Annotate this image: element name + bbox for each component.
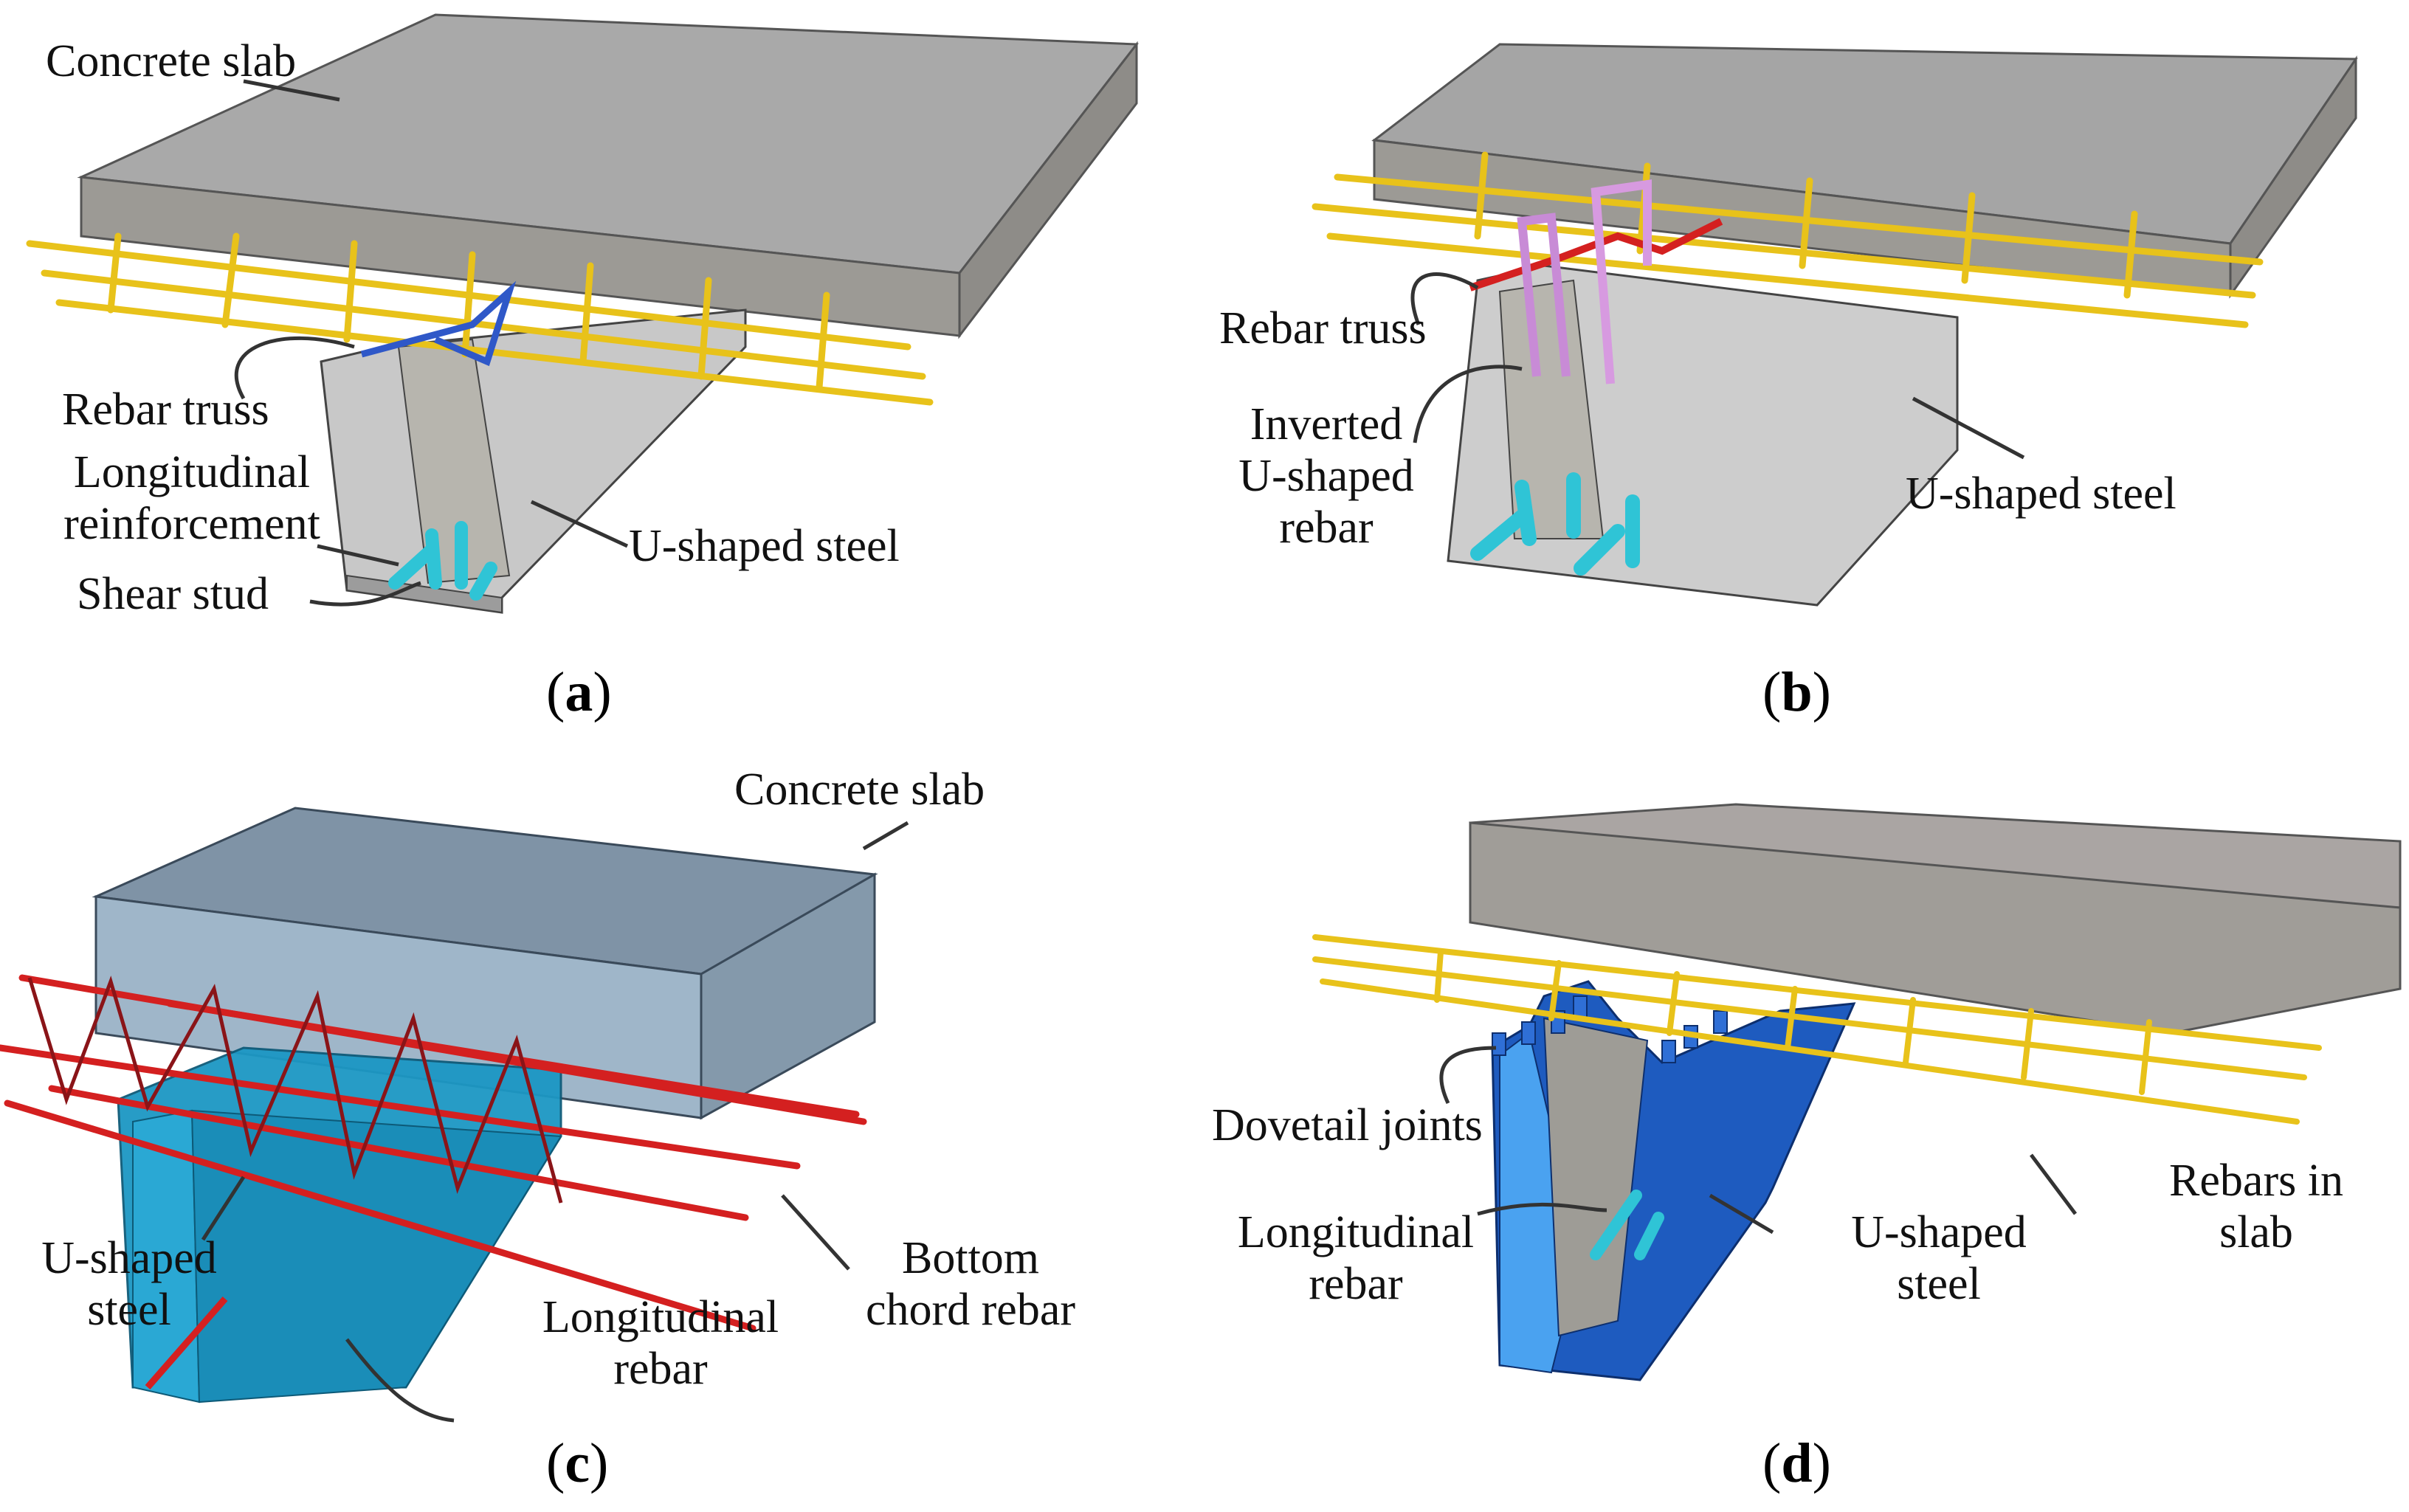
label-shear-stud: Shear stud bbox=[77, 569, 269, 619]
label-u-shaped-steel: U-shaped steel bbox=[629, 521, 900, 571]
caption-a: (a) bbox=[546, 661, 612, 723]
truss-web bbox=[27, 976, 563, 1204]
label-u-shaped-steel: U-shaped steel bbox=[1824, 1207, 2053, 1310]
label-concrete-slab: Concrete slab bbox=[46, 36, 297, 86]
slab-rebar-grid bbox=[1312, 934, 2322, 1125]
caption-a-letter: a bbox=[565, 661, 593, 723]
label-u-shaped-line2: steel bbox=[1897, 1259, 1981, 1309]
panel-b-drawing bbox=[1312, 43, 2358, 607]
label-longitudinal-line1: Longitudinal bbox=[1237, 1207, 1475, 1257]
panel-d-drawing bbox=[1312, 803, 2402, 1381]
label-u-shaped-line2: steel bbox=[87, 1285, 171, 1335]
concrete-slab-end bbox=[958, 41, 1138, 339]
u-shaped-steel-inner bbox=[1543, 1017, 1649, 1337]
u-shaped-steel-bottom bbox=[346, 574, 503, 614]
label-longitudinal-line2: rebar bbox=[1309, 1259, 1403, 1309]
label-u-shaped-line1: U-shaped bbox=[1851, 1207, 2027, 1257]
label-concrete-slab: Concrete slab bbox=[734, 764, 985, 815]
leader-lines bbox=[1410, 272, 2025, 460]
panel-c: Concrete slab U-shaped steel Longitudina… bbox=[0, 738, 1204, 1512]
leader-lines bbox=[234, 79, 629, 607]
label-dovetail-joints: Dovetail joints bbox=[1212, 1100, 1483, 1150]
label-rebars-in-slab: Rebars in slab bbox=[2138, 1155, 2374, 1258]
caption-c: (c) bbox=[546, 1432, 609, 1494]
shear-studs bbox=[388, 521, 497, 601]
label-u-shaped-steel: U-shaped steel bbox=[15, 1232, 244, 1336]
leader-lines bbox=[1439, 1046, 2077, 1235]
label-bottom-chord-line2: chord rebar bbox=[866, 1285, 1075, 1335]
caption-b-letter: b bbox=[1781, 661, 1813, 723]
inverted-u-rebar-1 bbox=[1517, 213, 1571, 377]
label-inverted-u-shaped-rebar: Inverted U-shaped rebar bbox=[1204, 398, 1448, 553]
panel-c-drawing bbox=[0, 807, 909, 1423]
panel-a-drawing bbox=[26, 13, 1139, 614]
concrete-slab-side bbox=[1469, 821, 2402, 1035]
caption-d: (d) bbox=[1762, 1432, 1831, 1494]
concrete-slab-end bbox=[700, 872, 876, 1120]
label-longitudinal-line1: Longitudinal bbox=[73, 447, 311, 497]
label-longitudinal-line2: reinforcement bbox=[63, 499, 320, 549]
label-rebar-truss: Rebar truss bbox=[1219, 303, 1427, 353]
label-inverted-line3: rebar bbox=[1279, 503, 1374, 553]
panel-b: Rebar truss Inverted U-shaped rebar U-sh… bbox=[1204, 0, 2409, 738]
label-rebar-truss: Rebar truss bbox=[62, 384, 269, 435]
shear-studs bbox=[1470, 472, 1640, 576]
label-longitudinal-reinforcement: Longitudinal reinforcement bbox=[44, 446, 340, 550]
longitudinal-rebar bbox=[145, 1297, 228, 1390]
label-rebars-line2: slab bbox=[2219, 1207, 2293, 1257]
slab-rebar-grid bbox=[1312, 151, 2264, 328]
label-longitudinal-line2: rebar bbox=[613, 1344, 708, 1394]
caption-b: (b) bbox=[1762, 661, 1831, 723]
caption-c-letter: c bbox=[565, 1432, 590, 1494]
label-longitudinal-rebar: Longitudinal rebar bbox=[517, 1291, 804, 1395]
label-inverted-line2: U-shaped bbox=[1238, 451, 1414, 501]
label-rebars-line1: Rebars in bbox=[2169, 1156, 2343, 1206]
label-bottom-chord-line1: Bottom bbox=[901, 1233, 1040, 1283]
concrete-slab-end bbox=[2229, 55, 2357, 299]
label-inverted-line1: Inverted bbox=[1250, 399, 1403, 449]
label-u-shaped-steel: U-shaped steel bbox=[1906, 469, 2177, 519]
rebar-truss bbox=[360, 280, 517, 367]
label-longitudinal-rebar: Longitudinal rebar bbox=[1212, 1207, 1500, 1310]
inverted-u-rebar-2 bbox=[1591, 179, 1652, 384]
caption-d-letter: d bbox=[1781, 1432, 1813, 1494]
bottom-chord-rebars bbox=[0, 974, 867, 1332]
label-bottom-chord-rebar: Bottom chord rebar bbox=[834, 1232, 1107, 1336]
panel-d: Dovetail joints Longitudinal rebar U-sha… bbox=[1204, 738, 2409, 1512]
panel-a: Concrete slab Rebar truss Longitudinal r… bbox=[0, 0, 1204, 738]
label-u-shaped-line1: U-shaped bbox=[41, 1233, 217, 1283]
longitudinal-rebars bbox=[1590, 1190, 1664, 1260]
label-longitudinal-line1: Longitudinal bbox=[542, 1292, 779, 1342]
slab-rebar-grid bbox=[26, 232, 934, 406]
leader-lines bbox=[201, 821, 909, 1423]
